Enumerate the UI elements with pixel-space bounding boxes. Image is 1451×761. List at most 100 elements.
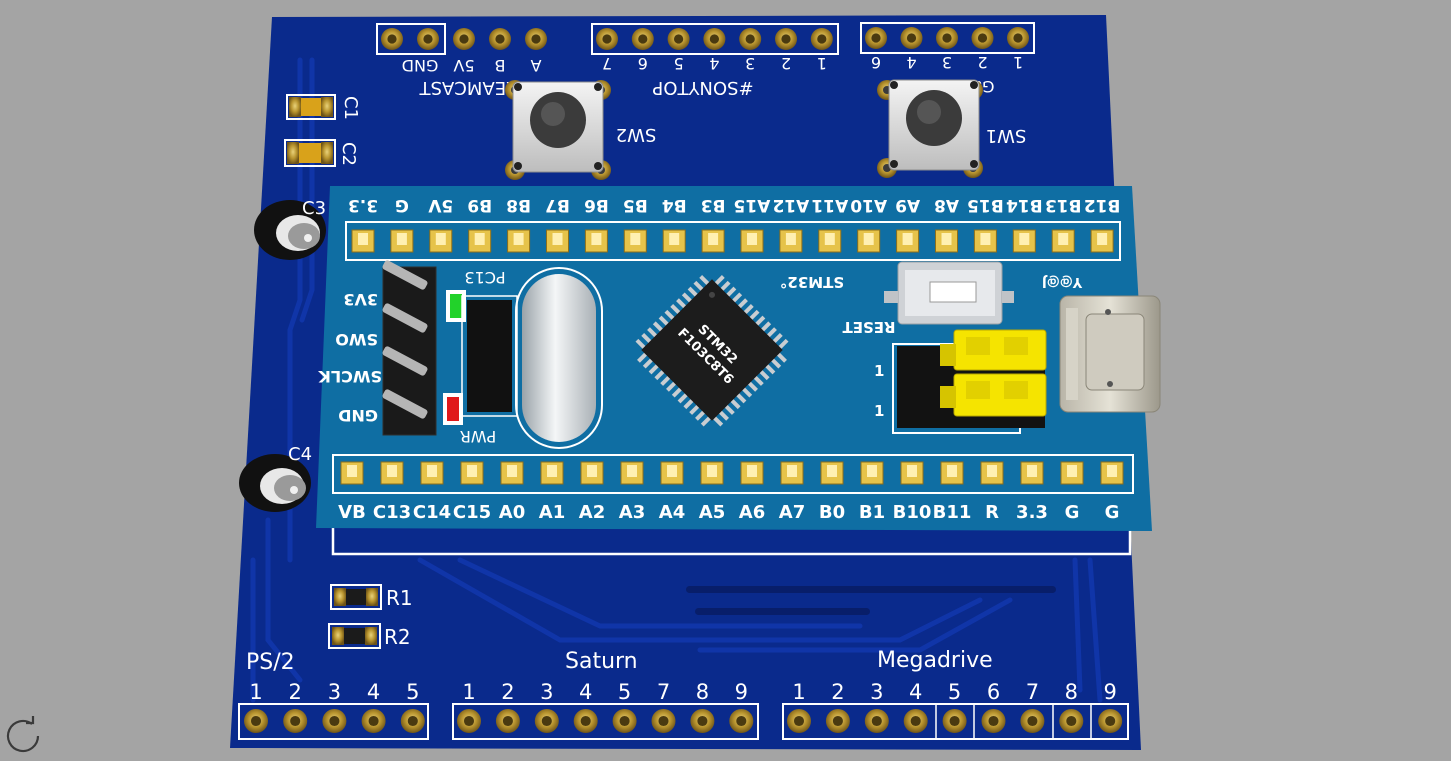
ps2-label: PS/2 <box>246 650 295 675</box>
bottom-header-pin-label: 2 <box>831 680 844 704</box>
pwr-label: PWR <box>460 427 497 446</box>
dreamcast-pin-pad <box>381 28 403 50</box>
dreamcast-header-outline <box>376 23 446 55</box>
bottom-header-pin-pad <box>1098 709 1123 733</box>
pin-label-text: B12 <box>1084 195 1121 215</box>
pin-label-text: B4 <box>662 195 687 215</box>
bottom-header-pin-pad <box>787 709 811 733</box>
jumper-cap-boot0[interactable] <box>940 329 1047 371</box>
module-bottom-pins <box>340 461 1124 485</box>
svg-text:GND: GND <box>338 406 378 425</box>
dreamcast-pin-pad <box>525 28 547 50</box>
sw2-label: SW2 <box>616 124 657 145</box>
gamecube-pin-pad <box>900 27 923 49</box>
copper-trace <box>299 57 315 323</box>
pin-label-text: B <box>495 56 506 75</box>
bottom-header-pin-pad <box>729 709 754 733</box>
c2-label: C2 <box>338 142 359 166</box>
jumper-cap-boot1[interactable] <box>940 373 1047 417</box>
module-bottom-pin <box>580 461 604 485</box>
pin-label-text: B15 <box>967 195 1004 215</box>
bottom-header-pin-label: 8 <box>1065 680 1078 704</box>
bottom-header-pin-pad <box>651 709 676 733</box>
slot <box>686 586 1056 593</box>
micro-usb-connector[interactable] <box>1059 295 1161 413</box>
bottom-header-pin-pad <box>457 709 481 733</box>
module-top-pin-label: B4 <box>662 195 687 215</box>
capacitor-c3 <box>254 200 326 260</box>
pin-label-text: A9 <box>895 195 920 215</box>
pin-label-text: 4 <box>709 54 719 73</box>
dreamcast-label: DREAMCAST <box>419 77 533 98</box>
pin-label-text: 4 <box>906 53 916 72</box>
bottom-header-outline <box>452 703 759 740</box>
switch-sw2[interactable] <box>505 80 611 180</box>
usb-label: Y@@J <box>1042 274 1083 289</box>
c3-label: C3 <box>302 198 326 219</box>
bottom-header-outline <box>238 703 429 740</box>
module-top-pin-label: B3 <box>701 195 726 215</box>
module-top-pin <box>935 229 958 253</box>
module-top-pin-label: B12 <box>1084 195 1121 215</box>
module-top-pin <box>1090 229 1114 253</box>
crystal-oscillator <box>515 267 603 449</box>
bottom-header-pin-pad <box>864 709 889 733</box>
resistor-r2 <box>328 623 381 649</box>
bottom-header-pin-label: 1 <box>462 680 475 704</box>
sonytop-pin-pad <box>667 28 690 50</box>
pc13-label: PC13 <box>464 268 505 287</box>
pin-label-text: 5 <box>674 54 684 73</box>
bottom-header-pin-pad <box>981 709 1006 733</box>
pin-label-text: GND <box>402 56 439 75</box>
voltage-regulator <box>467 300 512 412</box>
bottom-header-pin-label: 1 <box>792 680 805 704</box>
pin-label-text: 3 <box>942 53 952 72</box>
dreamcast-pin-label: A <box>530 56 541 75</box>
module-bottom-pin <box>420 461 444 485</box>
module-bottom-pin-label: G <box>1065 502 1080 523</box>
dreamcast-pin-pad <box>453 28 475 50</box>
c4-label: C4 <box>288 444 312 465</box>
resistor-r1 <box>330 584 382 610</box>
reset-label: RESET <box>842 318 896 336</box>
module-top-pin-label: B13 <box>1045 195 1082 215</box>
module-bottom-pin <box>340 461 364 485</box>
module-bottom-pin-label: A2 <box>579 502 605 523</box>
module-bottom-pin <box>380 461 404 485</box>
module-top-pin <box>896 229 920 253</box>
switch-sw1[interactable] <box>877 79 983 178</box>
sonytop-pin-pad <box>739 28 762 50</box>
megadrive-label: Megadrive <box>877 648 993 673</box>
pin-label-text: 3 <box>745 54 755 73</box>
sonytop-pin-label: 4 <box>709 54 719 73</box>
bottom-header-pin-label: 3 <box>870 680 883 704</box>
module-bottom-pin <box>1100 461 1124 485</box>
module-top-pins <box>351 229 1114 253</box>
gamecube-pin-label: 4 <box>906 53 916 72</box>
brand-label: STM32° <box>780 273 844 291</box>
reset-button[interactable] <box>884 261 1014 325</box>
copper-trace <box>457 557 863 629</box>
module-top-pin <box>351 229 375 253</box>
module-top-header-outline <box>345 221 1121 261</box>
module-bottom-pin-label: VB <box>338 502 366 523</box>
module-top-pin <box>779 229 803 253</box>
dreamcast-pin-label: 5V <box>453 56 474 75</box>
pin-label-text: 7 <box>602 54 612 73</box>
bottom-header-pin-pad <box>573 709 598 733</box>
gamecube-pin-label: 1 <box>1013 53 1023 72</box>
module-top-pin-label: A10 <box>850 195 887 215</box>
bottom-header-pin-label: 7 <box>657 680 670 704</box>
bottom-header-pin-label: 4 <box>367 680 380 704</box>
module-top-pin <box>740 229 764 253</box>
svg-text:PC13: PC13 <box>464 268 505 287</box>
module-bottom-pin <box>620 461 644 485</box>
sonytop-pin-label: 3 <box>745 54 755 73</box>
reset-view-button[interactable] <box>2 714 44 756</box>
dreamcast-pin-pad <box>417 28 439 50</box>
module-bottom-pin-label: C14 <box>413 502 451 523</box>
module-top-pin <box>1051 229 1075 253</box>
